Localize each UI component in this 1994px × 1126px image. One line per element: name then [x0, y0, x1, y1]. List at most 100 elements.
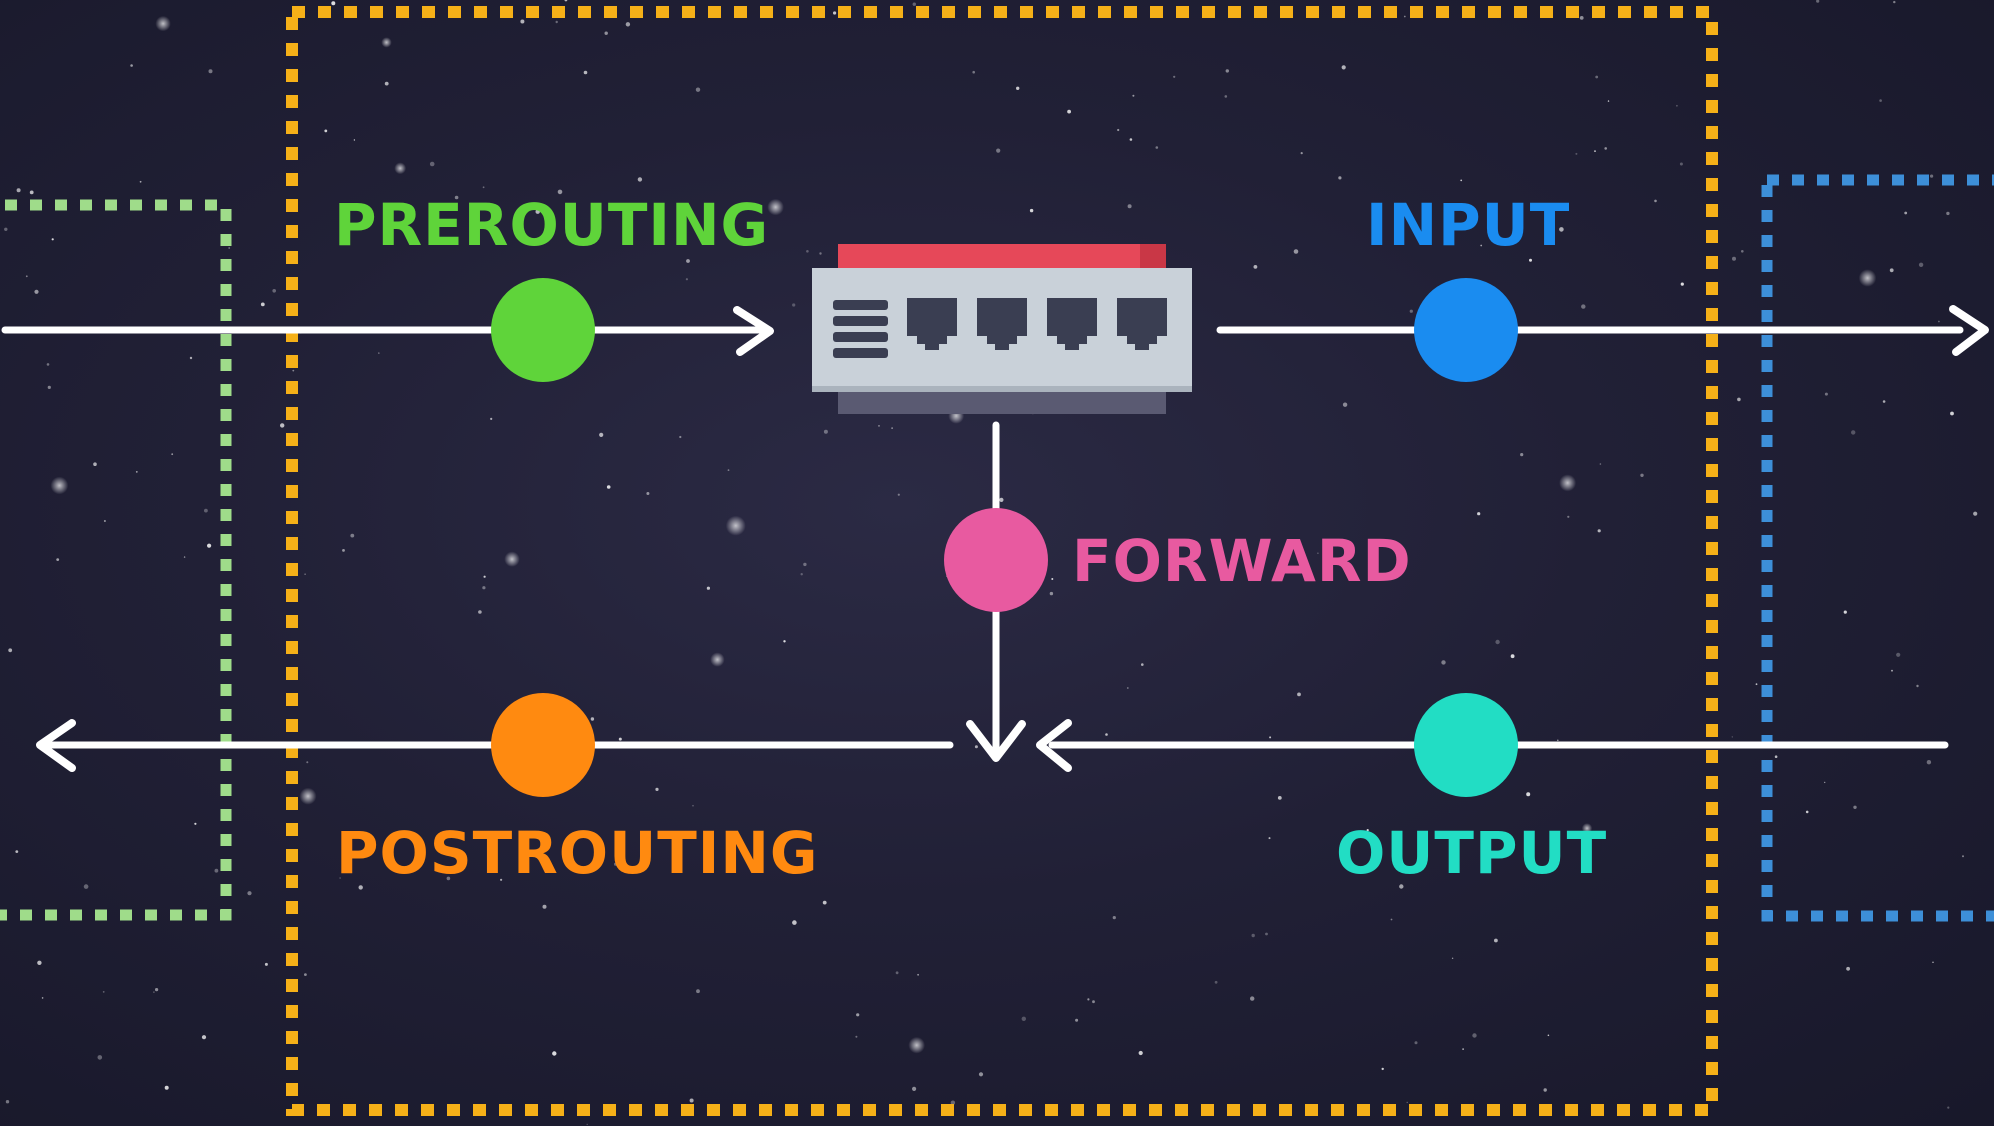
- star: [478, 610, 482, 614]
- star: [1731, 736, 1734, 738]
- star: [429, 161, 435, 167]
- star: [204, 508, 208, 513]
- star: [1938, 320, 1940, 323]
- star: [1581, 823, 1593, 834]
- star: [25, 275, 28, 278]
- star: [583, 70, 588, 75]
- star: [155, 15, 171, 32]
- star: [1882, 400, 1886, 403]
- postrouting-label: POSTROUTING: [336, 819, 819, 887]
- star: [1477, 512, 1481, 516]
- switch-port: [1117, 298, 1167, 350]
- star: [1224, 95, 1228, 98]
- star: [1029, 208, 1034, 213]
- star: [792, 920, 797, 925]
- star: [1269, 736, 1272, 739]
- star: [1366, 829, 1369, 832]
- star: [1338, 176, 1342, 180]
- star: [1973, 511, 1978, 516]
- star: [1265, 932, 1268, 936]
- star: [1126, 687, 1129, 689]
- star: [1087, 998, 1090, 1001]
- star: [1277, 796, 1282, 800]
- star: [1021, 1016, 1026, 1021]
- forward-arrowhead: [966, 720, 1026, 762]
- star: [1341, 65, 1346, 70]
- starfield: [4, 0, 1978, 1126]
- star: [482, 586, 486, 590]
- star: [996, 148, 1001, 153]
- star: [135, 471, 138, 473]
- star: [912, 1086, 917, 1091]
- star: [304, 973, 307, 976]
- star: [1824, 392, 1828, 396]
- star: [1737, 397, 1741, 402]
- star: [280, 423, 285, 428]
- star: [606, 485, 611, 489]
- star: [599, 432, 604, 437]
- star: [686, 259, 690, 263]
- star: [1557, 739, 1559, 742]
- star: [972, 70, 975, 74]
- prerouting-hook-dot: [491, 278, 595, 382]
- star: [1075, 1018, 1079, 1022]
- star: [446, 876, 451, 881]
- star: [500, 878, 503, 881]
- star: [1889, 268, 1894, 273]
- star: [646, 492, 650, 495]
- star: [1132, 94, 1135, 97]
- star: [1253, 265, 1258, 269]
- star: [189, 356, 193, 360]
- star: [490, 417, 493, 420]
- star: [1173, 75, 1176, 78]
- star: [710, 652, 725, 667]
- star: [378, 352, 380, 354]
- star: [130, 64, 133, 67]
- star: [194, 822, 197, 825]
- star: [15, 850, 19, 853]
- star: [908, 1036, 925, 1054]
- star: [394, 162, 407, 175]
- star: [1846, 966, 1850, 971]
- star: [1594, 150, 1596, 153]
- star: [542, 904, 547, 909]
- star: [1526, 792, 1531, 797]
- star: [1926, 760, 1932, 765]
- star: [1559, 474, 1577, 492]
- star: [822, 900, 827, 905]
- star: [171, 453, 174, 456]
- star: [207, 543, 212, 548]
- star: [384, 81, 389, 86]
- star: [1853, 805, 1857, 809]
- star: [706, 586, 711, 590]
- star: [483, 575, 486, 578]
- star: [1480, 244, 1483, 247]
- star: [1403, 15, 1406, 18]
- star: [1891, 669, 1893, 672]
- star: [1297, 692, 1301, 697]
- star: [1930, 174, 1934, 178]
- star: [1741, 250, 1744, 253]
- star: [264, 962, 268, 966]
- star: [917, 973, 919, 976]
- star: [1141, 663, 1144, 666]
- star: [482, 186, 485, 189]
- star: [1451, 957, 1454, 959]
- star: [1543, 1088, 1547, 1092]
- star: [1896, 652, 1901, 657]
- star: [1138, 1050, 1143, 1056]
- network-switch-icon: [812, 244, 1192, 414]
- star: [1947, 1106, 1950, 1109]
- star: [97, 1055, 103, 1060]
- star: [1567, 515, 1570, 518]
- star: [1460, 179, 1463, 182]
- star: [299, 787, 317, 805]
- star: [247, 891, 252, 896]
- star: [590, 717, 595, 721]
- star: [695, 87, 701, 92]
- star: [201, 1035, 207, 1040]
- star: [1916, 684, 1919, 688]
- star: [155, 988, 159, 992]
- star: [604, 31, 608, 35]
